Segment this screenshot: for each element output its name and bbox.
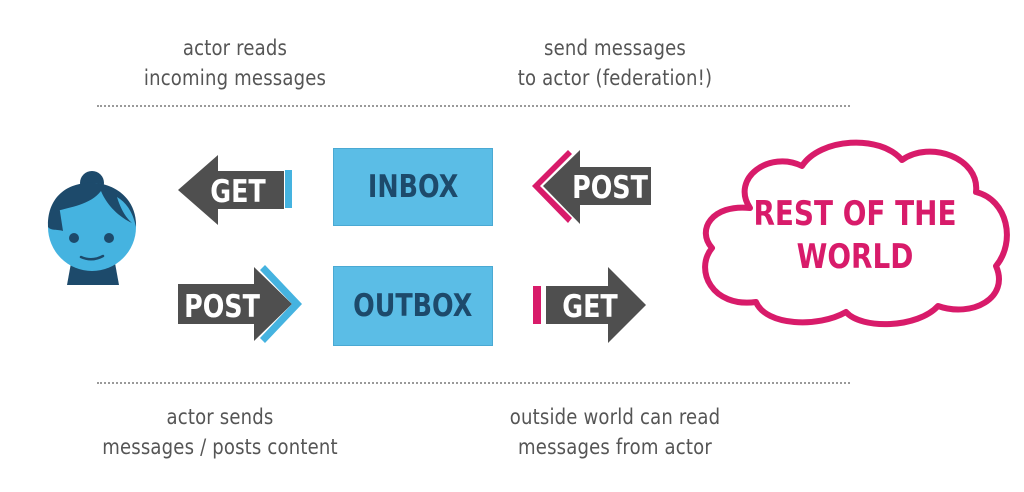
avatar-eye-right (104, 233, 114, 243)
arrow-body (543, 150, 651, 224)
caption-line: send messages (544, 36, 686, 60)
caption-line: actor reads (182, 36, 288, 60)
caption-actor-reads: actor reads incoming messages (136, 33, 334, 93)
accent-bar (533, 286, 541, 324)
avatar-hair (47, 182, 137, 227)
cloud-shape (702, 139, 1010, 328)
caption-outside-world: outside world can read messages from act… (486, 402, 744, 462)
world-post-arrow: POST (532, 150, 651, 224)
actor-get-arrow: GET (178, 155, 292, 225)
arrow-label: GET (210, 174, 266, 210)
caption-line: incoming messages (143, 66, 327, 90)
cloud-label-line-2: WORLD (797, 237, 914, 276)
inbox-box: INBOX (333, 148, 493, 226)
actor-post-arrow: POST (178, 265, 302, 343)
inbox-label: INBOX (367, 169, 459, 205)
accent-chevron (532, 150, 572, 223)
outbox-label: OUTBOX (353, 288, 473, 324)
arrow-body (178, 155, 284, 225)
caption-send-messages: send messages to actor (federation!) (499, 33, 731, 93)
top-divider (97, 105, 850, 107)
arrow-body (178, 267, 292, 341)
caption-line: messages from actor (518, 435, 712, 459)
arrow-label: POST (184, 289, 260, 325)
avatar-eye-left (69, 233, 79, 243)
avatar-hair-side (48, 205, 63, 231)
caption-line: outside world can read (509, 405, 721, 429)
arrow-label: POST (572, 170, 648, 206)
arrow-label: GET (562, 289, 618, 325)
accent-chevron (260, 265, 302, 343)
accent-bar (285, 170, 292, 208)
arrow-body (546, 267, 646, 343)
bottom-divider (97, 382, 850, 384)
caption-line: actor sends (166, 405, 274, 429)
outbox-box: OUTBOX (333, 266, 493, 346)
cloud-label-line-1: REST OF THE (753, 194, 956, 233)
rest-of-world-cloud: REST OF THE WORLD (702, 139, 1010, 328)
person-avatar-icon (47, 171, 137, 285)
caption-line: messages / posts content (102, 435, 338, 459)
caption-line: to actor (federation!) (517, 66, 713, 90)
avatar-mouth (79, 254, 105, 261)
caption-actor-sends: actor sends messages / posts content (87, 402, 354, 462)
world-get-arrow: GET (533, 267, 646, 343)
